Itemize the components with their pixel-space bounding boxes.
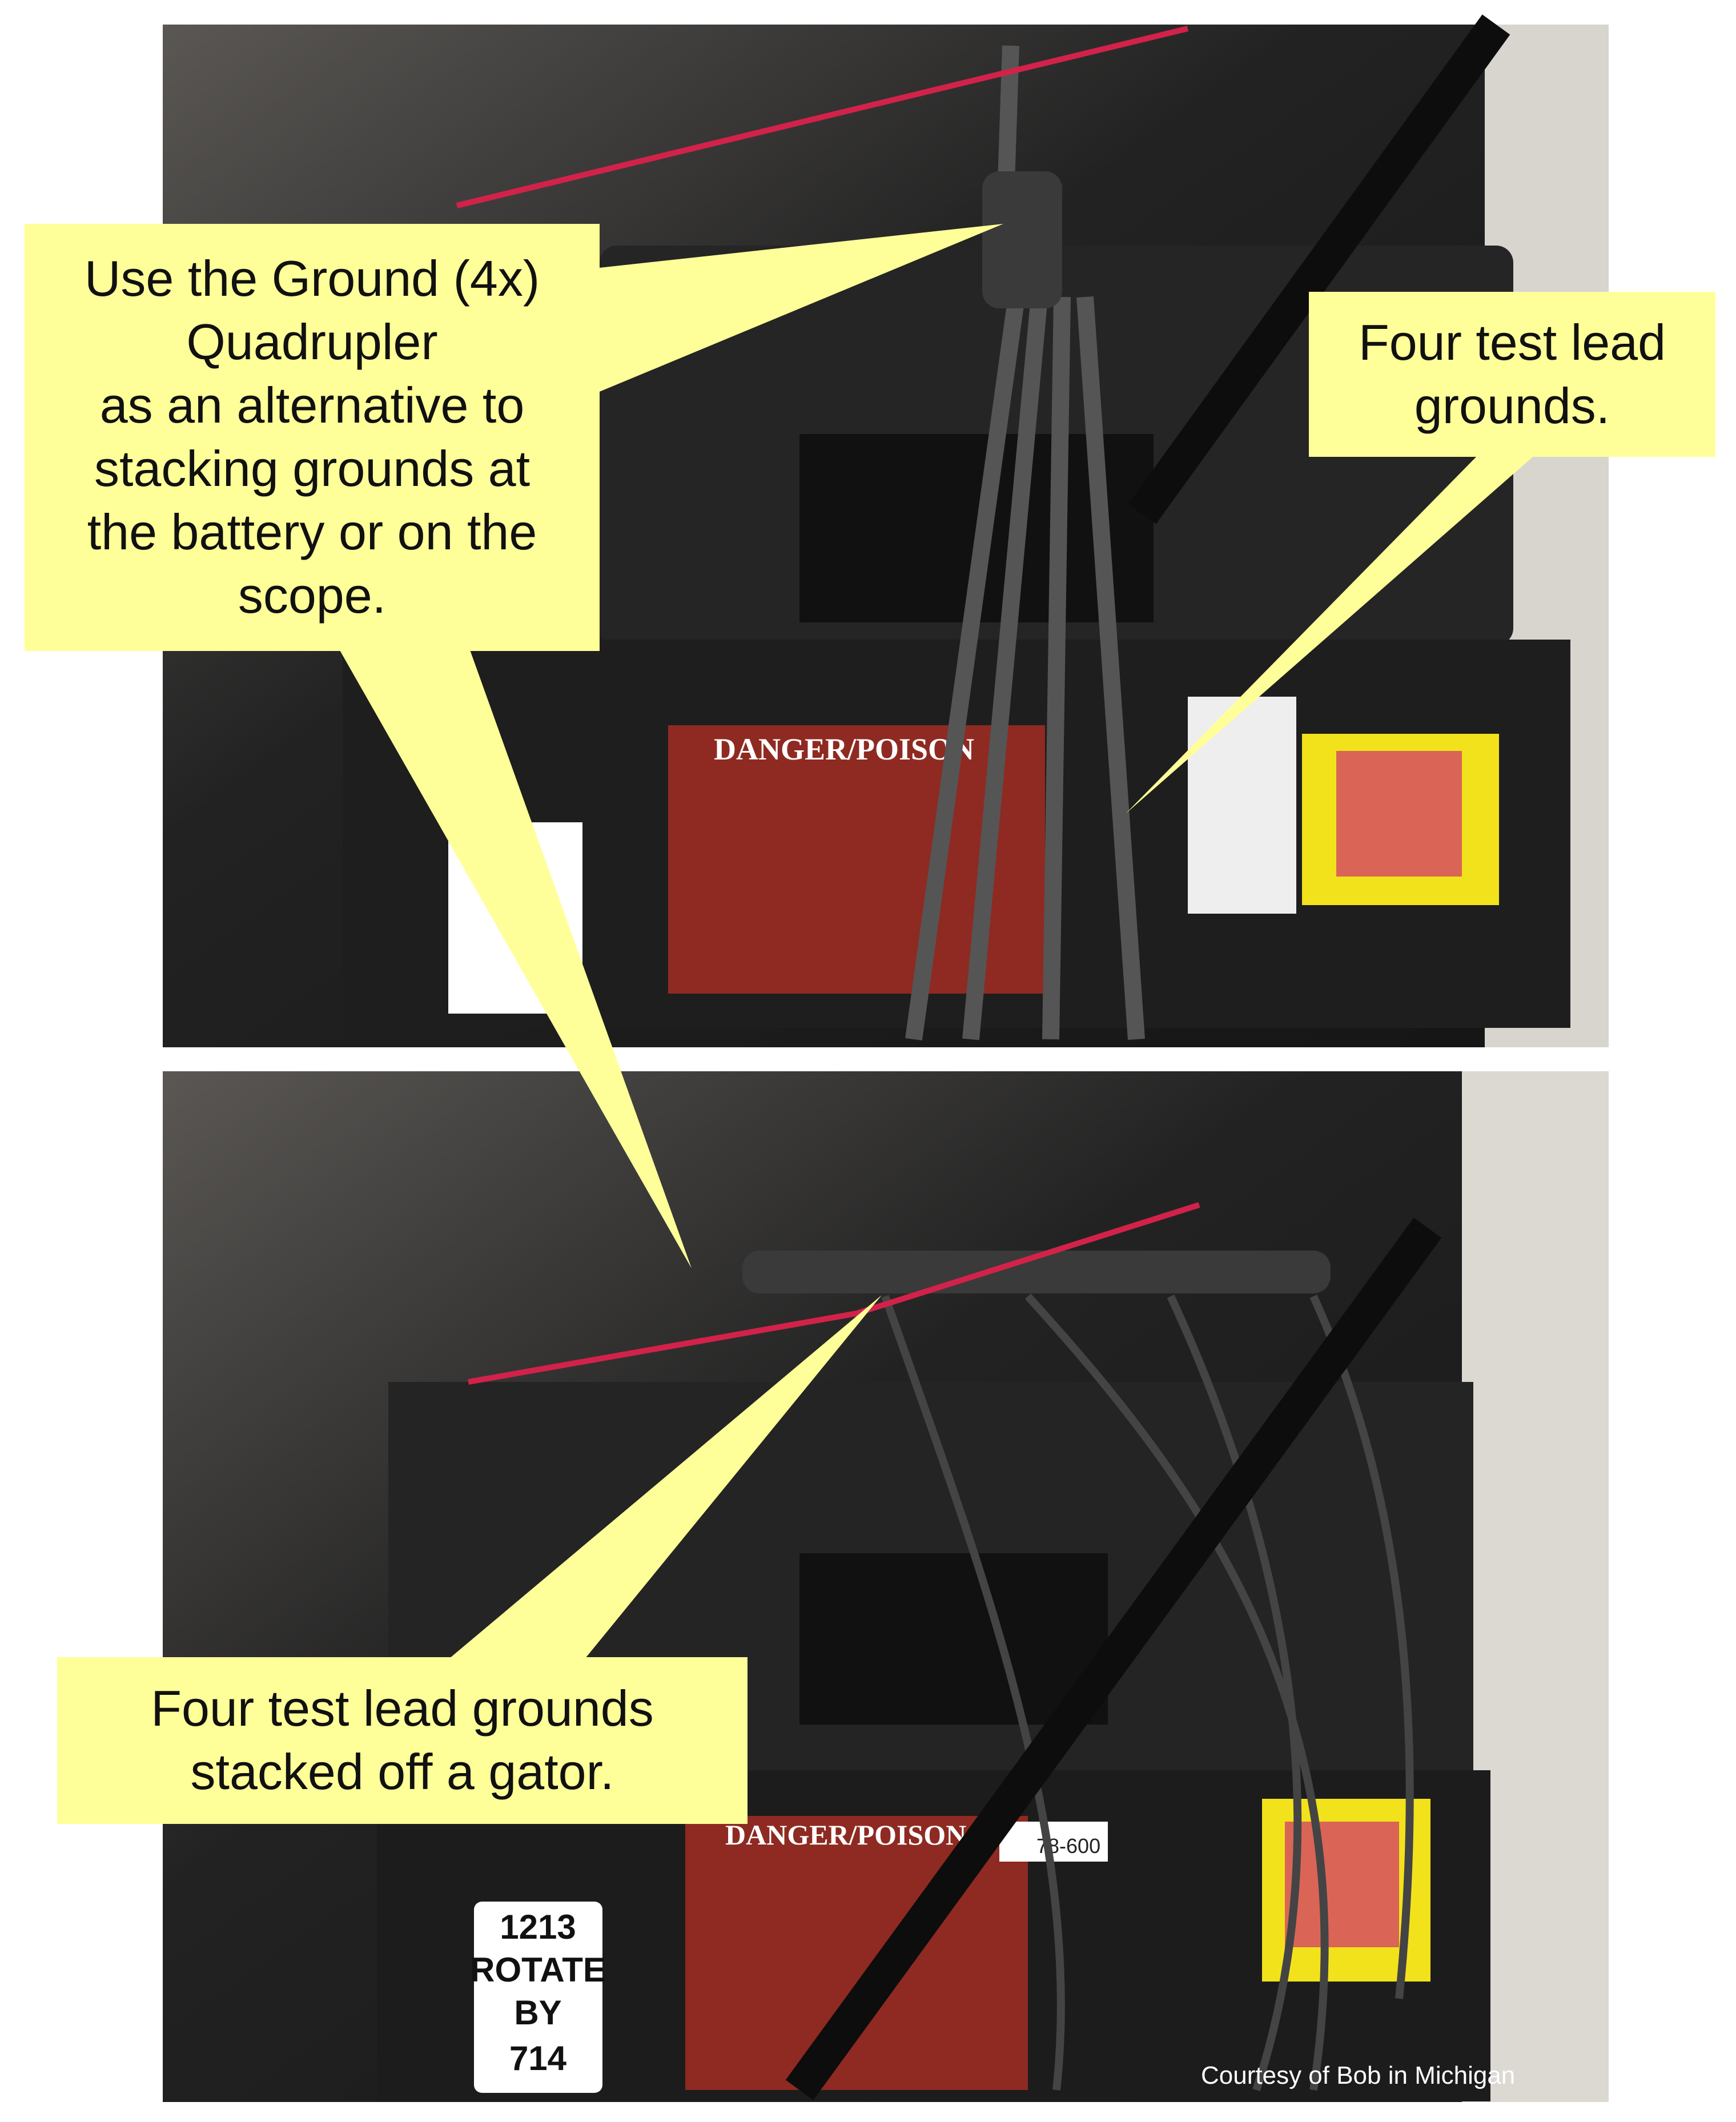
callout-stacked: Four test lead grounds stacked off a gat…: [57, 1657, 748, 1824]
red-wire: [456, 26, 1189, 208]
support-rod: [785, 1217, 1442, 2100]
bottom-photo: DANGER/POISON 78-600 1213 ROTATE BY 714: [163, 1071, 1609, 2102]
callout-line: stacked off a gator.: [190, 1743, 614, 1800]
pointer-quadrupler-top: [594, 224, 1003, 394]
callout-line: Quadrupler: [186, 314, 438, 371]
danger-text: DANGER/POISON: [725, 1819, 966, 1851]
barcode-label: [1188, 697, 1296, 914]
pointer-quadrupler-bottom: [337, 645, 692, 1268]
callout-quadrupler: Use the Ground (4x) Quadrupler as an alt…: [25, 224, 600, 651]
callout-line: stacking grounds at: [94, 440, 531, 497]
callout-line: as an alternative to: [99, 377, 525, 434]
top-photo: DANGER/POISON: [163, 14, 1609, 1047]
rotate-line: 714: [509, 2039, 567, 2077]
quadrupler-leads: [905, 45, 1145, 1041]
callout-line: grounds.: [1414, 377, 1610, 434]
stacked-grounds-gator: [742, 1251, 1331, 1293]
support-rod: [1128, 14, 1510, 524]
warning-label: [799, 1553, 1108, 1725]
test-leads: [881, 1293, 1414, 2092]
rotate-label: [474, 1902, 602, 2093]
callout-four-grounds: Four test lead grounds.: [1309, 292, 1715, 457]
callout-line: Four test lead: [1358, 314, 1666, 371]
rotate-line: 1213: [500, 1908, 576, 1946]
callout-line: scope.: [238, 566, 387, 624]
callout-line: Use the Ground (4x): [84, 250, 540, 307]
callout-line: the battery or on the: [87, 503, 537, 560]
rotate-line: ROTATE: [470, 1951, 606, 1989]
photo-credit: Courtesy of Bob in Michigan: [1201, 2061, 1516, 2089]
pointer-four-grounds: [1126, 454, 1536, 814]
callout-line: Four test lead grounds: [151, 1680, 654, 1737]
rotate-line: BY: [514, 1994, 561, 2032]
pointer-stacked: [445, 1295, 882, 1662]
red-wire: [468, 1202, 1200, 1385]
callout-pointers: [337, 224, 1536, 1662]
danger-text: DANGER/POISON: [714, 732, 974, 766]
quadrupler: [982, 171, 1062, 308]
